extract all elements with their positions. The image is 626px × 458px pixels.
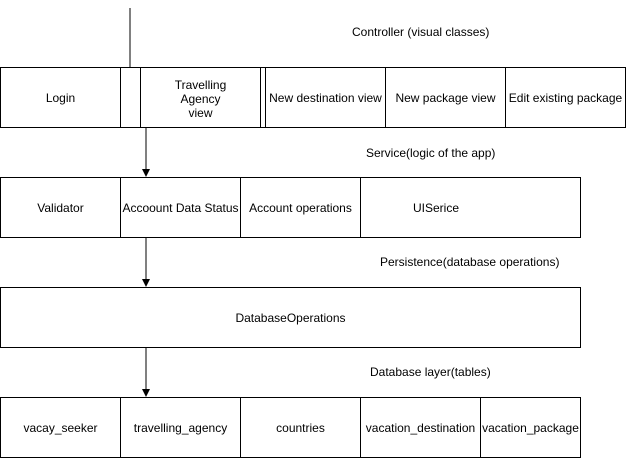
controller-new-destination-view-box: New destination view (265, 67, 386, 128)
table-travelling-agency-box: travelling_agency (120, 397, 241, 458)
service-uiservice-box: UISerice (360, 177, 581, 238)
service-account-operations-box: Account operations (240, 177, 361, 238)
controller-new-package-view-box: New package view (385, 67, 506, 128)
service-layer-title: Service(logic of the app) (366, 146, 496, 160)
controller-spacer-box (120, 67, 141, 128)
table-vacation-destination-box: vacation_destination (360, 397, 481, 458)
table-vacation-package-box: vacation_package (480, 397, 581, 458)
table-vacay-seeker-box: vacay_seeker (0, 397, 121, 458)
controller-layer-title: Controller (visual classes) (352, 25, 490, 39)
service-validator-box: Validator (0, 177, 121, 238)
persistence-database-operations-box: DatabaseOperations (0, 287, 581, 348)
controller-travelling-agency-view-box: Travelling Agency view (140, 67, 261, 128)
controller-login-box: Login (0, 67, 121, 128)
service-account-data-status-box: Accoount Data Status (120, 177, 241, 238)
persistence-layer-title: Persistence(database operations) (380, 255, 560, 269)
controller-edit-existing-package-box: Edit existing package (505, 67, 626, 128)
table-countries-box: countries (240, 397, 361, 458)
database-layer-title: Database layer(tables) (370, 365, 491, 379)
